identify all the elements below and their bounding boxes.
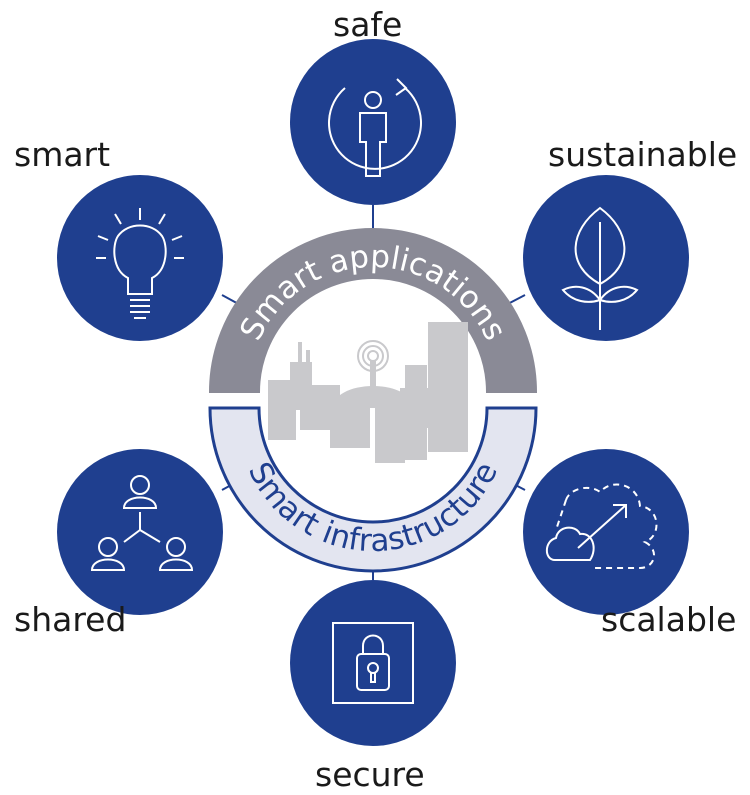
- person-rotate-icon: [328, 78, 422, 177]
- center-ring: [208, 228, 538, 573]
- safe-node: [290, 39, 456, 205]
- lock-icon: [332, 622, 414, 704]
- cloud-scale-icon: [545, 483, 658, 569]
- city-skyline-icon: [268, 322, 468, 463]
- label-safe: safe: [333, 5, 403, 44]
- smart-node: [57, 175, 223, 341]
- lightbulb-icon: [96, 208, 184, 319]
- label-secure: secure: [315, 755, 425, 794]
- scalable-node: [523, 449, 689, 615]
- antenna-signal-icon: [357, 340, 389, 372]
- sustainable-node: [523, 175, 689, 341]
- label-smart: smart: [14, 135, 111, 174]
- users-network-icon: [90, 475, 194, 571]
- label-shared: shared: [14, 600, 127, 639]
- secure-node: [290, 580, 456, 746]
- label-scalable: scalable: [601, 600, 737, 639]
- smart-applications-band: [208, 228, 538, 393]
- shared-node: [57, 449, 223, 615]
- leaf-icon: [561, 206, 639, 330]
- label-sustainable: sustainable: [548, 135, 738, 174]
- smart-infrastructure-band: [208, 406, 538, 573]
